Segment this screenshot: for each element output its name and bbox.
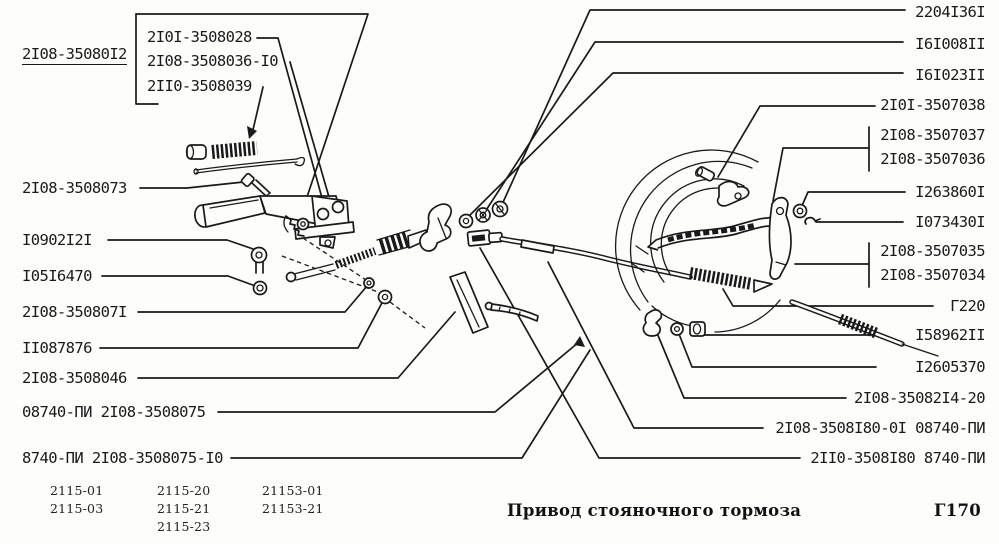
variant-label-3: 2II0-3508039 — [147, 77, 252, 95]
handbrake-lever-assembly — [194, 195, 355, 249]
model-code: 2115-01 — [50, 483, 104, 498]
part-number-label: 2I08-3507034 — [880, 266, 985, 284]
part-number-label: 8740-ПИ 2I08-3508075-I0 — [22, 449, 223, 467]
leader-lines-right — [465, 9, 934, 459]
part-number-label: 2I0I-3507038 — [880, 96, 985, 114]
retaining-clip — [804, 216, 821, 225]
model-code: 2115-03 — [50, 501, 104, 516]
part-number-label: 2II0-3508I80 8740-ПИ — [810, 449, 985, 467]
part-number-label: 2I08-3508046 — [22, 369, 127, 387]
bracket-washer — [670, 322, 684, 336]
parking-brake-shoe-lever — [768, 196, 792, 280]
leader-lines-left — [99, 180, 591, 459]
model-code: 21153-21 — [262, 501, 324, 516]
part-number-label: 2I08-3508I80-0I 08740-ПИ — [775, 419, 985, 437]
part-number-label: Г220 — [950, 297, 986, 315]
part-number-label: I58962II — [915, 326, 985, 344]
variant-label-1: 2I0I-3508028 — [147, 28, 252, 46]
rear-cable — [789, 299, 939, 357]
part-number-label: I073430I — [915, 213, 985, 231]
anchor-pin — [694, 166, 750, 207]
model-code: 21153-01 — [262, 483, 324, 498]
variant-label-2: 2I08-3508036-I0 — [147, 52, 279, 70]
lock-nut — [363, 277, 393, 305]
variant-bracket — [135, 13, 369, 213]
model-code: 2115-23 — [157, 519, 211, 534]
part-number-label: I263860I — [915, 183, 985, 201]
part-number-label: I05I6470 — [22, 267, 92, 285]
part-number-label: I2605370 — [915, 358, 985, 376]
lever-washer — [792, 203, 808, 219]
bracket-nut — [689, 321, 706, 337]
equalizer-bracket — [419, 203, 452, 252]
part-number-label: 2I08-3507035 — [880, 242, 985, 260]
hidden-relation-dashed-lines — [261, 195, 426, 329]
shoe-spreader-bar — [647, 214, 780, 251]
part-number-label: II087876 — [22, 339, 92, 357]
return-spring — [185, 141, 258, 160]
part-number-label: 08740-ПИ 2I08-3508075 — [22, 403, 206, 421]
adjusting-screw — [484, 301, 539, 322]
figure-caption: Привод стояночного тормоза — [507, 501, 802, 520]
part-number-label: 2I08-35082I4-20 — [854, 389, 986, 407]
washer-cluster — [458, 200, 509, 229]
part-number-label: 2I08-3507037 — [880, 126, 985, 144]
part-number-label: 2I08-350807I — [22, 303, 127, 321]
brake-backplate — [614, 149, 781, 333]
part-number-label: 2204I36I — [915, 3, 985, 21]
part-number-label: I0902I2I — [22, 231, 92, 249]
figure-code: Г170 — [934, 501, 982, 520]
pivot-bolt-and-nut — [250, 246, 268, 296]
front-cable — [466, 229, 693, 280]
guide-plate — [449, 271, 489, 334]
part-number-label: I6I008II — [915, 35, 985, 53]
model-code: 2115-21 — [157, 501, 211, 516]
tension-rod — [193, 156, 305, 175]
cable-hook-bracket — [642, 309, 663, 337]
part-number-label: 2I08-3508073 — [22, 179, 127, 197]
model-code: 2115-20 — [157, 483, 211, 498]
lever-bolt — [240, 172, 271, 197]
part-number-label: 2I08-3507036 — [880, 150, 985, 168]
part-number-label: I6I023II — [915, 66, 985, 84]
cable-sheath-coil — [688, 267, 773, 293]
assembly-number-label: 2I08-35080I2 — [22, 45, 127, 65]
